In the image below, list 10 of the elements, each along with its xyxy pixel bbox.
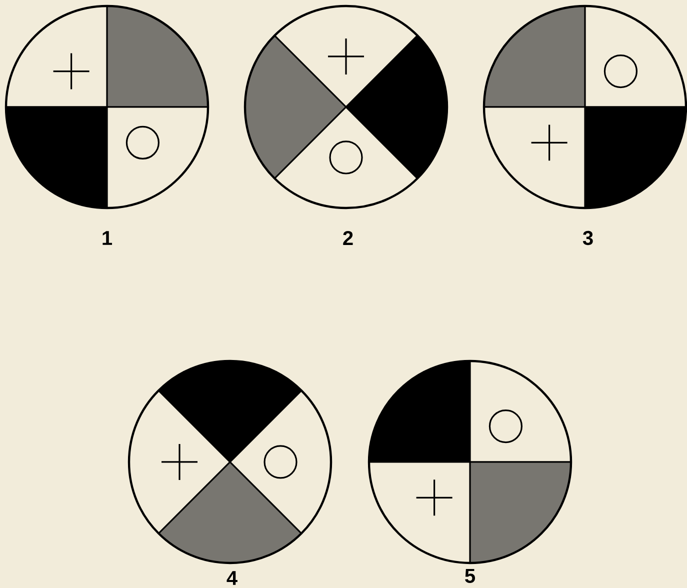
figure-number: 4 [226, 571, 238, 585]
quadrant-circle [368, 360, 572, 564]
quadrant-circle [244, 4, 448, 210]
quadrant-circle [4, 4, 210, 210]
figure-number: 3 [582, 230, 593, 246]
figure-number: 1 [102, 231, 112, 245]
quadrant-circle [128, 360, 332, 564]
figure-number: 5 [465, 569, 476, 583]
quadrant-circle [482, 4, 687, 210]
figure-number: 2 [343, 231, 353, 245]
